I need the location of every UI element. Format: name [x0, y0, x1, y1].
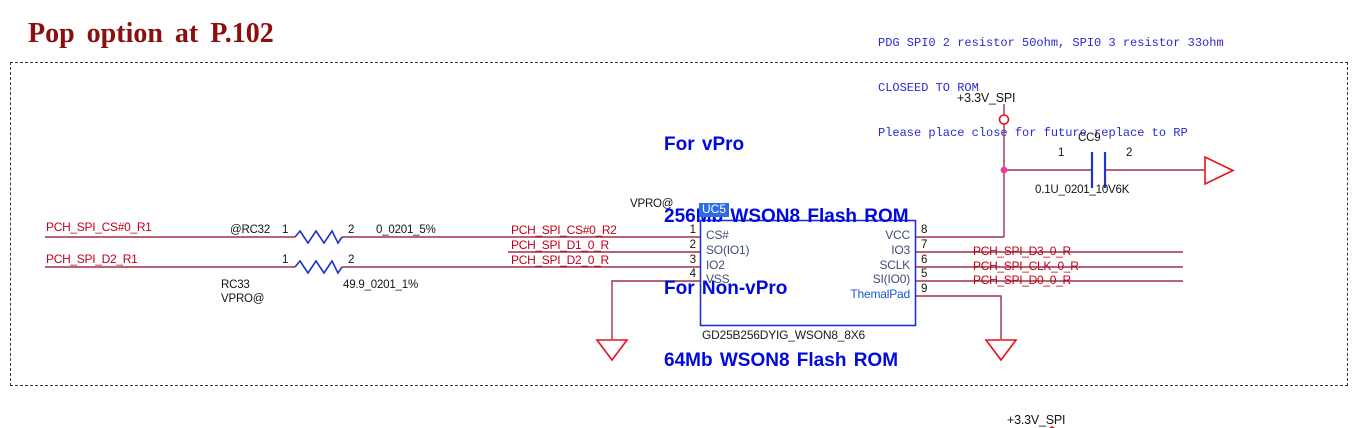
annotation-line3: For Non-vPro — [664, 278, 788, 299]
resistor-rc32-refdes[interactable]: @RC32 — [230, 224, 271, 236]
rc32-pin1-number: 1 — [282, 224, 289, 236]
capacitor-pin1-number: 1 — [1058, 147, 1065, 159]
resistor-rc32-symbol[interactable] — [294, 229, 343, 245]
resistor-rc33-symbol[interactable] — [294, 259, 343, 275]
rc33-pin2-number: 2 — [348, 254, 355, 266]
net-label-pch-spi-d1-0-r[interactable]: PCH_SPI_D1_0_R — [511, 238, 609, 252]
pin-name-si-io0: SI(IO0) — [872, 272, 910, 286]
pin-name-io3: IO3 — [891, 243, 910, 257]
pin-name-so-io1: SO(IO1) — [706, 243, 750, 257]
rc33-vpro-flag: VPRO@ — [221, 293, 265, 305]
net-label-pch-spi-clk-0-r[interactable]: PCH_SPI_CLK_0_R — [973, 259, 1079, 273]
wire-vss-to-ground[interactable] — [611, 280, 700, 339]
power-symbol-top[interactable] — [998, 114, 1010, 125]
pop-option-region-frame — [10, 62, 1348, 386]
net-label-pch-spi-d0-0-r[interactable]: PCH_SPI_D0_0_R — [973, 273, 1071, 287]
junction-dot[interactable] — [1000, 166, 1008, 174]
power-net-label-bottom[interactable]: +3.3V_SPI — [1007, 413, 1066, 427]
pin-number-2: 2 — [689, 239, 696, 251]
pin-name-vss: VSS — [706, 272, 730, 286]
net-label-pch-spi-cs0-r1[interactable]: PCH_SPI_CS#0_R1 — [46, 220, 152, 234]
pin-number-5: 5 — [921, 268, 928, 280]
capacitor-pin2-number: 2 — [1126, 147, 1133, 159]
pin-name-vcc: VCC — [885, 228, 910, 242]
resistor-rc33-value[interactable]: 49.9_0201_1% — [343, 279, 418, 291]
annotation-line1: For vPro — [664, 134, 745, 155]
design-note-line3: Please place close for future replace to… — [878, 126, 1188, 140]
net-label-pch-spi-d2-0-r[interactable]: PCH_SPI_D2_0_R — [511, 253, 609, 267]
resistor-rc33-refdes[interactable]: RC33 — [221, 279, 250, 291]
resistor-rc32-value[interactable]: 0_0201_5% — [376, 224, 436, 236]
design-note: PDG SPI0 2 resistor 50ohm, SPI0 3 resist… — [878, 6, 1224, 171]
net-label-pch-spi-d3-0-r[interactable]: PCH_SPI_D3_0_R — [973, 244, 1071, 258]
offpage-arrow[interactable] — [1204, 155, 1235, 186]
wire-thermalpad-to-ground[interactable] — [915, 295, 1002, 339]
ic-refdes[interactable]: UC5 — [699, 202, 730, 218]
pin-name-thermalpad: ThemalPad — [850, 287, 910, 301]
page-title: Pop option at P.102 — [28, 18, 274, 49]
pin-number-4: 4 — [689, 268, 696, 280]
capacitor-cc9-symbol[interactable] — [1090, 152, 1107, 188]
capacitor-refdes[interactable]: CC9 — [1078, 132, 1101, 144]
pin-name-sclk: SCLK — [879, 258, 910, 272]
rc32-pin2-number: 2 — [348, 224, 355, 236]
design-note-line1: PDG SPI0 2 resistor 50ohm, SPI0 3 resist… — [878, 36, 1224, 50]
pin-number-8: 8 — [921, 224, 928, 236]
rc33-pin1-number: 1 — [282, 254, 289, 266]
pin-name-cs: CS# — [706, 228, 729, 242]
pin-number-3: 3 — [689, 254, 696, 266]
net-label-pch-spi-cs0-r2[interactable]: PCH_SPI_CS#0_R2 — [511, 223, 617, 237]
annotation-line2: 256Mb WSON8 Flash ROM — [664, 206, 909, 227]
ic-uc5-body[interactable] — [699, 219, 917, 327]
power-net-label-top[interactable]: +3.3V_SPI — [957, 91, 1016, 105]
ground-symbol-left[interactable] — [595, 339, 629, 362]
pin-name-io2: IO2 — [706, 258, 725, 272]
flash-rom-annotation: For vPro 256Mb WSON8 Flash ROM For Non-v… — [664, 85, 909, 421]
design-note-line2: CLOSEED TO ROM — [878, 81, 979, 95]
ic-part-number[interactable]: GD25B256DYIG_WSON8_8X6 — [702, 328, 866, 342]
net-label-pch-spi-d2-r1[interactable]: PCH_SPI_D2_R1 — [46, 252, 138, 266]
pin-number-1: 1 — [689, 224, 696, 236]
pin-number-9: 9 — [921, 283, 928, 295]
ground-symbol-right[interactable] — [984, 339, 1018, 362]
pin-number-6: 6 — [921, 254, 928, 266]
ic-vpro-flag: VPRO@ — [630, 198, 674, 210]
pin-number-7: 7 — [921, 239, 928, 251]
capacitor-value[interactable]: 0.1U_0201_10V6K — [1035, 184, 1130, 196]
annotation-line4: 64Mb WSON8 Flash ROM — [664, 350, 899, 371]
